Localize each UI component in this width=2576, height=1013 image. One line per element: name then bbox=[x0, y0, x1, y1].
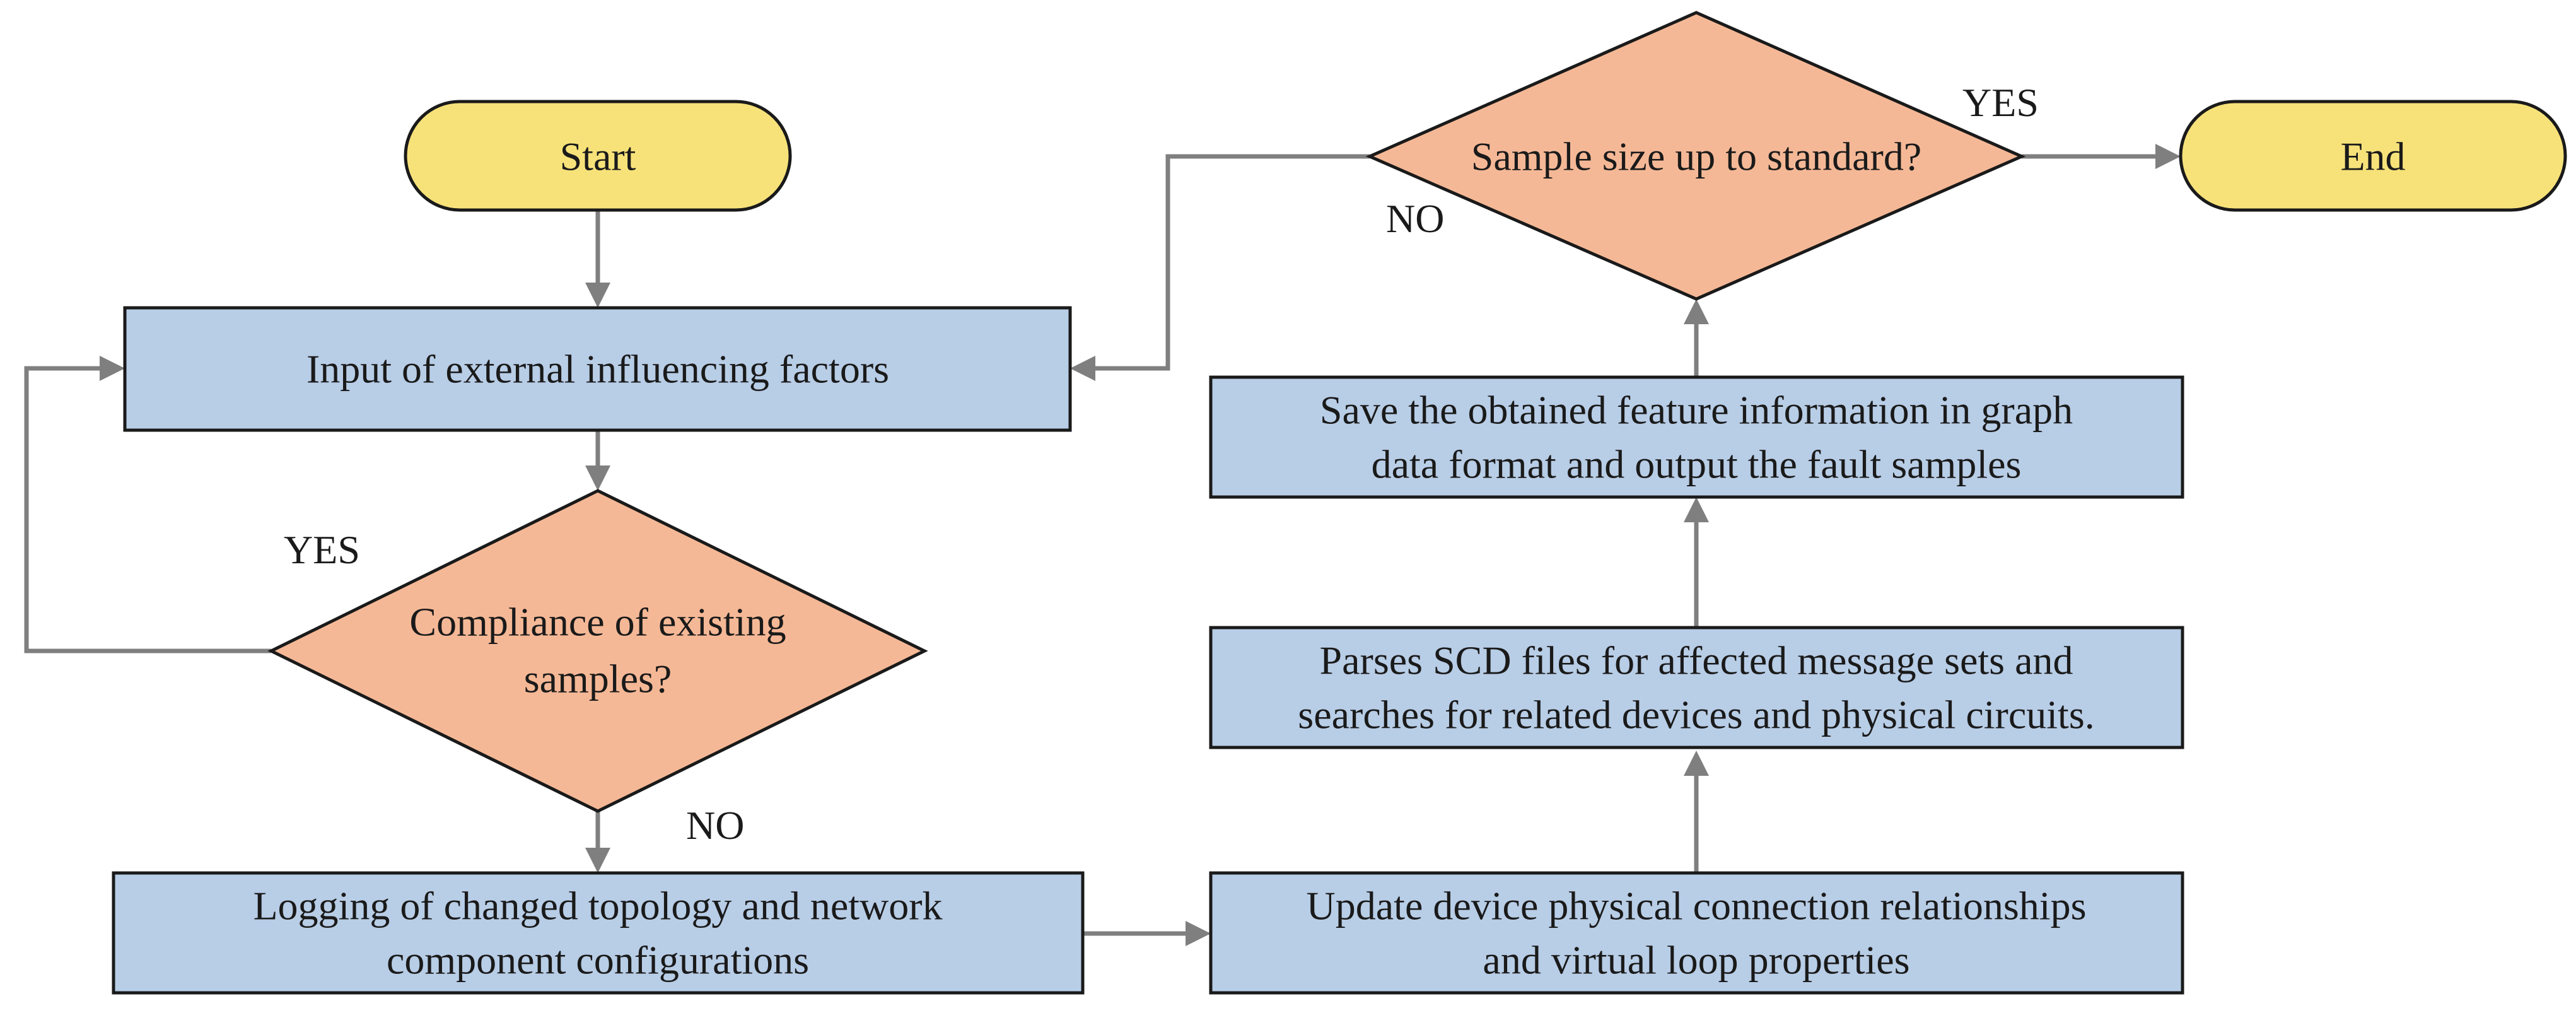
update-node: Update device physical connection relati… bbox=[1209, 871, 2184, 995]
arrowhead bbox=[585, 466, 610, 491]
save-node: Save the obtained feature information in… bbox=[1209, 375, 2184, 499]
update-box bbox=[1209, 871, 2184, 995]
arrowhead bbox=[1186, 921, 1211, 946]
logging-node: Logging of changed topology and network … bbox=[112, 871, 1085, 995]
compliance-diamond bbox=[267, 489, 928, 813]
connectors bbox=[24, 144, 2181, 946]
start-terminal bbox=[404, 100, 792, 212]
parse-label-line2: searches for related devices and physica… bbox=[1298, 693, 2094, 737]
update-label-line2: and virtual loop properties bbox=[1483, 938, 1909, 983]
compliance-yes-label: YES bbox=[284, 527, 360, 572]
arrowhead bbox=[100, 356, 125, 381]
end-terminal bbox=[2179, 100, 2567, 212]
sample-no-label: NO bbox=[1386, 196, 1444, 241]
branch-labels: YES NO YES NO bbox=[284, 80, 2039, 848]
arrowhead bbox=[2155, 144, 2181, 169]
parse-node: Parses SCD files for affected message se… bbox=[1209, 626, 2184, 749]
arrowhead bbox=[1070, 356, 1095, 381]
compliance-node: Compliance of existing samples? bbox=[267, 489, 928, 813]
end-node: End bbox=[2179, 100, 2567, 212]
end-label: End bbox=[2340, 134, 2405, 179]
parse-label-line1: Parses SCD files for affected message se… bbox=[1320, 638, 2073, 683]
arrow-compliance-yes-loop bbox=[24, 366, 271, 653]
arrow-decision-no-loop bbox=[1095, 154, 1370, 371]
logging-label-line1: Logging of changed topology and network bbox=[253, 884, 942, 928]
arrowhead bbox=[585, 848, 610, 873]
arrowhead bbox=[1684, 299, 1709, 324]
compliance-no-label: NO bbox=[686, 803, 744, 848]
input-box bbox=[123, 306, 1072, 432]
compliance-label-line1: Compliance of existing bbox=[409, 600, 786, 645]
update-label-line1: Update device physical connection relati… bbox=[1307, 884, 2087, 928]
save-box bbox=[1209, 375, 2184, 499]
arrowhead bbox=[1684, 751, 1709, 776]
save-label-line2: data format and output the fault samples bbox=[1372, 442, 2022, 487]
sample-size-label: Sample size up to standard? bbox=[1471, 134, 1921, 179]
sample-size-node: Sample size up to standard? bbox=[1365, 11, 2026, 301]
arrowhead bbox=[1684, 497, 1709, 522]
input-label: Input of external influencing factors bbox=[306, 347, 889, 392]
logging-label-line2: component configurations bbox=[387, 938, 809, 983]
sample-size-diamond bbox=[1365, 11, 2026, 301]
start-label: Start bbox=[560, 134, 636, 179]
compliance-label-line2: samples? bbox=[524, 657, 672, 701]
sample-yes-label: YES bbox=[1962, 80, 2039, 125]
parse-box bbox=[1209, 626, 2184, 749]
start-node: Start bbox=[404, 100, 792, 212]
arrowhead bbox=[585, 283, 610, 308]
logging-box bbox=[112, 871, 1085, 995]
save-label-line1: Save the obtained feature information in… bbox=[1320, 388, 2073, 433]
input-node: Input of external influencing factors bbox=[123, 306, 1072, 432]
